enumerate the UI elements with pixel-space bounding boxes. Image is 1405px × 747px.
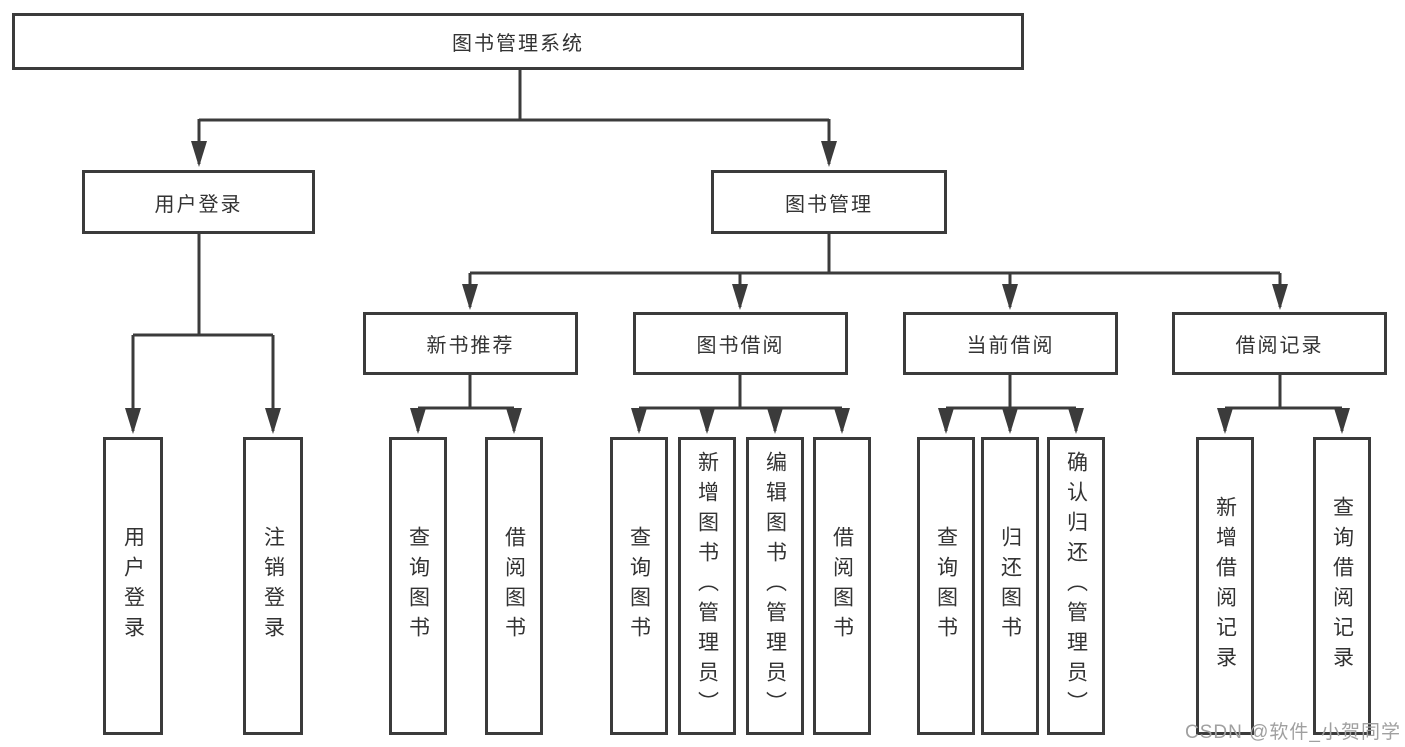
leaf-return-books: 归还图书 <box>981 437 1039 735</box>
leaf-label: 查询借阅记录 <box>1330 496 1354 676</box>
leaf-label: 借阅图书 <box>502 526 526 646</box>
node-borrowing-records: 借阅记录 <box>1172 312 1387 375</box>
leaf-label: 查询图书 <box>406 526 430 646</box>
wire-bookmgmt-split <box>470 234 1280 275</box>
leaf-label: 新增借阅记录 <box>1213 496 1237 676</box>
leaf-label: 新增图书（管理员） <box>695 451 719 721</box>
node-user-login: 用户登录 <box>82 170 315 234</box>
node-current-borrowing: 当前借阅 <box>903 312 1118 375</box>
leaf-label: 归还图书 <box>998 526 1022 646</box>
csdn-watermark: CSDN @软件_小贺同学 <box>1185 722 1401 743</box>
node-book-borrowing: 图书借阅 <box>633 312 848 375</box>
leaf-label: 查询图书 <box>627 526 651 646</box>
wire-user-split <box>133 234 273 337</box>
wire-current-split <box>946 375 1076 410</box>
node-new-book-recommendation: 新书推荐 <box>363 312 578 375</box>
leaf-edit-book-admin: 编辑图书（管理员） <box>746 437 804 735</box>
leaf-query-books-recommend: 查询图书 <box>389 437 447 735</box>
leaf-logout: 注销登录 <box>243 437 303 735</box>
leaf-label: 借阅图书 <box>830 526 854 646</box>
leaf-add-borrow-record: 新增借阅记录 <box>1196 437 1254 735</box>
leaf-label: 用户登录 <box>121 526 145 646</box>
wire-root-split <box>199 70 829 122</box>
wire-borrow-split <box>639 375 842 410</box>
leaf-borrow-books-borrowing: 借阅图书 <box>813 437 871 735</box>
leaf-user-login: 用户登录 <box>103 437 163 735</box>
wire-records-split <box>1225 375 1342 410</box>
leaf-query-books-borrowing: 查询图书 <box>610 437 668 735</box>
leaf-label: 确认归还（管理员） <box>1064 451 1088 721</box>
leaf-confirm-return-admin: 确认归还（管理员） <box>1047 437 1105 735</box>
leaf-label: 编辑图书（管理员） <box>763 451 787 721</box>
node-library-management-system: 图书管理系统 <box>12 13 1024 70</box>
leaf-query-borrow-record: 查询借阅记录 <box>1313 437 1371 735</box>
leaf-label: 查询图书 <box>934 526 958 646</box>
wire-newbook-split <box>418 375 514 410</box>
leaf-add-book-admin: 新增图书（管理员） <box>678 437 736 735</box>
leaf-query-books-current: 查询图书 <box>917 437 975 735</box>
leaf-borrow-books-recommend: 借阅图书 <box>485 437 543 735</box>
leaf-label: 注销登录 <box>261 526 285 646</box>
node-book-management: 图书管理 <box>711 170 947 234</box>
